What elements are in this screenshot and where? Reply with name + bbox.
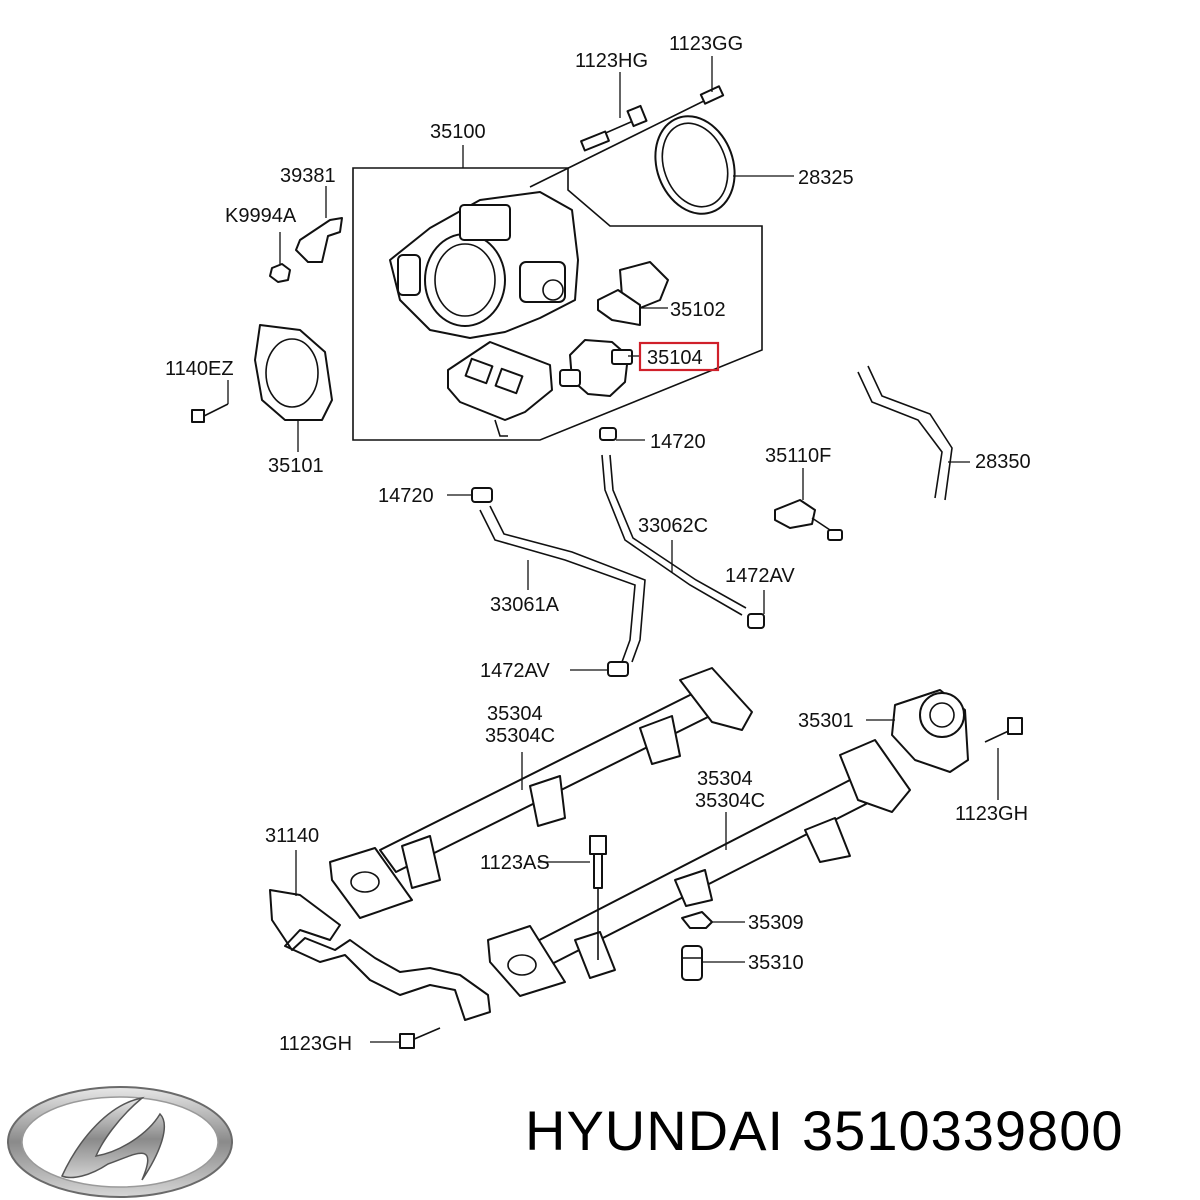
part-caption: HYUNDAI 3510339800	[525, 1098, 1141, 1163]
brand-name: HYUNDAI	[525, 1099, 785, 1162]
label-1123gg: 1123GG	[669, 33, 743, 55]
nut-k9994a	[269, 263, 291, 283]
label-33062c: 33062C	[638, 515, 708, 537]
label-39381: 39381	[280, 165, 336, 187]
bracket-31140	[269, 889, 491, 1021]
label-35309: 35309	[748, 912, 804, 934]
label-1123hg: 1123HG	[575, 50, 648, 72]
leader-lines	[227, 56, 999, 1043]
bolt-1123gh-bottom	[399, 1027, 441, 1049]
bolt-1123gg	[529, 85, 725, 188]
label-35110f: 35110F	[765, 445, 831, 467]
label-1140ez: 1140EZ	[165, 358, 234, 380]
sensor-35102	[597, 261, 669, 326]
highlight-box-35104	[638, 341, 720, 372]
fuel-rail-lower	[487, 739, 911, 997]
throttle-body	[389, 191, 579, 339]
label-1123gh-right: 1123GH	[955, 803, 1028, 825]
bolt-1123hg	[580, 104, 648, 152]
label-35304-upper: 35304	[487, 703, 543, 725]
hyundai-logo	[7, 1086, 233, 1198]
hose-33062c	[601, 454, 747, 616]
clamp-14720-left	[471, 487, 493, 503]
clamp-14720-upper	[599, 427, 617, 441]
label-35310: 35310	[748, 952, 804, 974]
label-14720-upper: 14720	[650, 431, 706, 453]
air-chamber	[447, 341, 553, 437]
label-35304c-lower: 35304C	[695, 790, 765, 812]
gasket-ring-28325	[654, 115, 736, 215]
clamp-1472av-right	[747, 613, 765, 629]
sensor-35110f	[774, 499, 843, 541]
clip-35309	[681, 911, 713, 929]
gasket-35101	[254, 324, 333, 421]
bolt-1140ez	[191, 403, 229, 423]
part-number: 3510339800	[802, 1099, 1124, 1162]
assembly-frame-35100	[352, 167, 763, 441]
bolt-1123as	[589, 835, 607, 960]
label-14720-left: 14720	[378, 485, 434, 507]
hose-28350	[857, 365, 953, 501]
bracket-39381	[295, 217, 343, 263]
label-k9994a: K9994A	[225, 205, 297, 227]
label-1472av-right: 1472AV	[725, 565, 795, 587]
clamp-1472av-lower	[607, 661, 629, 677]
label-28350: 28350	[975, 451, 1031, 473]
label-35104: 35104	[647, 347, 703, 369]
pressure-regulator-35301	[891, 689, 969, 773]
label-35100: 35100	[430, 121, 486, 143]
idle-actuator-35104	[559, 339, 633, 397]
label-1123gh-bottom: 1123GH	[279, 1033, 352, 1055]
fuel-rail-upper	[329, 667, 753, 919]
bolt-1123gh-right	[984, 717, 1023, 743]
label-35304-lower: 35304	[697, 768, 753, 790]
label-35301: 35301	[798, 710, 854, 732]
label-28325: 28325	[798, 167, 854, 189]
label-33061a: 33061A	[490, 594, 560, 616]
label-35304c-upper: 35304C	[485, 725, 555, 747]
label-35102: 35102	[670, 299, 726, 321]
connector-35310	[681, 945, 703, 981]
label-31140: 31140	[265, 825, 319, 847]
label-35101: 35101	[268, 455, 324, 477]
hose-33061a	[479, 505, 646, 663]
part-labels: 1123HG 1123GG 35100 28325 39381 K9994A 3…	[165, 33, 1031, 1055]
label-1123as: 1123AS	[480, 852, 550, 874]
label-1472av-lower: 1472AV	[480, 660, 550, 682]
